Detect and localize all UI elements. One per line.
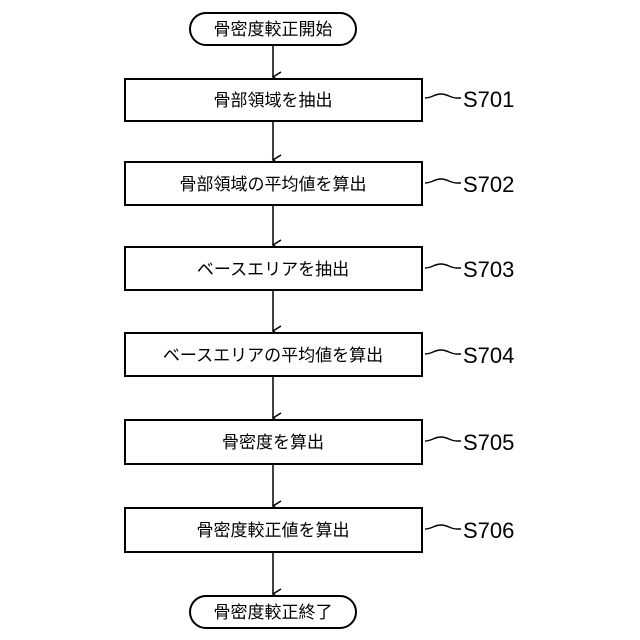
step-id-s702: S702 [463, 172, 514, 197]
process-label-s701: 骨部領域を抽出 [214, 91, 333, 111]
step-leader-s701 [425, 94, 461, 98]
process-label-s706: 骨密度較正値を算出 [197, 521, 350, 541]
end-terminal: 骨密度較正終了 [190, 596, 356, 628]
step-id-s701: S701 [463, 87, 514, 112]
step-leader-s703 [425, 264, 461, 268]
process-step-s706: 骨密度較正値を算出 S706 [125, 508, 514, 552]
step-leader-s704 [425, 350, 461, 354]
start-terminal-label: 骨密度較正開始 [214, 20, 333, 40]
step-id-s704: S704 [463, 343, 514, 368]
process-label-s703: ベースエリアを抽出 [197, 260, 349, 280]
step-leader-s702 [425, 179, 461, 183]
process-label-s705: 骨密度を算出 [222, 433, 324, 453]
process-step-s704: ベースエリアの平均値を算出 S704 [125, 333, 514, 376]
step-id-s706: S706 [463, 518, 514, 543]
step-id-s703: S703 [463, 257, 514, 282]
process-step-s705: 骨密度を算出 S705 [125, 420, 514, 464]
end-terminal-label: 骨密度較正終了 [214, 603, 333, 623]
start-terminal: 骨密度較正開始 [190, 13, 356, 45]
process-label-s702: 骨部領域の平均値を算出 [180, 175, 367, 195]
step-leader-s705 [425, 437, 461, 441]
process-label-s704: ベースエリアの平均値を算出 [163, 346, 383, 366]
process-step-s702: 骨部領域の平均値を算出 S702 [125, 162, 514, 205]
step-leader-s706 [425, 525, 461, 529]
process-step-s701: 骨部領域を抽出 S701 [125, 79, 514, 121]
process-step-s703: ベースエリアを抽出 S703 [125, 247, 514, 290]
step-id-s705: S705 [463, 430, 514, 455]
